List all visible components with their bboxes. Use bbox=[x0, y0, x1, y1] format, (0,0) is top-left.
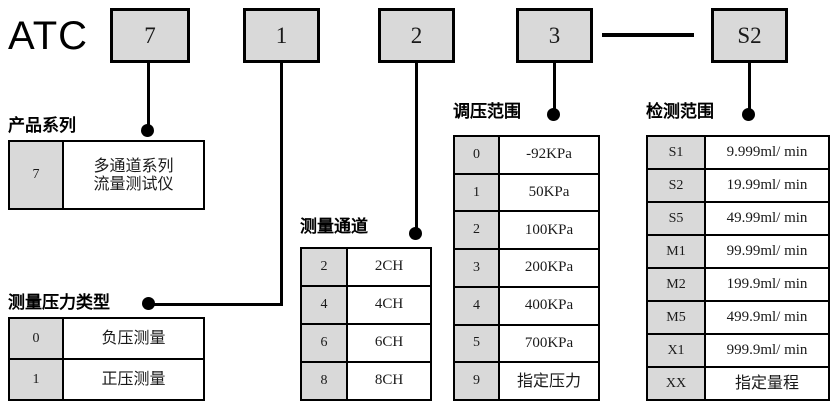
table-row: M2 199.9ml/ min bbox=[648, 269, 828, 302]
row-code: 5 bbox=[455, 325, 500, 362]
connector-dot-pressure-range bbox=[547, 108, 560, 121]
row-desc: 400KPa bbox=[500, 287, 598, 324]
table-row: 5 700KPa bbox=[455, 325, 598, 364]
row-desc: 49.99ml/ min bbox=[706, 203, 828, 234]
row-desc: 6CH bbox=[348, 325, 430, 361]
table-row: 0 负压测量 bbox=[10, 319, 203, 360]
connector-dot-channel bbox=[409, 227, 422, 240]
row-code: 6 bbox=[302, 325, 348, 361]
table-row: 4 4CH bbox=[302, 287, 430, 325]
row-desc: 8CH bbox=[348, 363, 430, 399]
row-desc: 700KPa bbox=[500, 325, 598, 362]
table-row: 2 100KPa bbox=[455, 212, 598, 251]
row-code: 2 bbox=[455, 212, 500, 249]
connector-channel bbox=[415, 63, 418, 233]
row-code: 2 bbox=[302, 249, 348, 285]
row-code: M1 bbox=[648, 236, 706, 267]
row-code: M2 bbox=[648, 269, 706, 300]
table-row: 0 -92KPa bbox=[455, 137, 598, 175]
table-row: X1 999.9ml/ min bbox=[648, 335, 828, 368]
table-row: M1 99.99ml/ min bbox=[648, 236, 828, 269]
row-code: 8 bbox=[302, 363, 348, 399]
row-code: 1 bbox=[10, 360, 64, 399]
table-row: 9 指定压力 bbox=[455, 363, 598, 400]
row-code: 0 bbox=[10, 319, 64, 358]
table-detection-range: S1 9.999ml/ min S2 19.99ml/ min S5 49.99… bbox=[646, 135, 830, 401]
row-desc: 99.99ml/ min bbox=[706, 236, 828, 267]
separator-dash bbox=[602, 33, 694, 37]
row-code: 3 bbox=[455, 250, 500, 286]
row-code: S2 bbox=[648, 170, 706, 201]
connector-pressure-range bbox=[553, 63, 556, 113]
brand-label: ATC bbox=[8, 14, 89, 58]
table-row: S2 19.99ml/ min bbox=[648, 170, 828, 203]
caption-detection-range: 检测范围 bbox=[646, 102, 714, 122]
row-desc: 200KPa bbox=[500, 250, 598, 286]
code-box-series[interactable]: 7 bbox=[110, 8, 190, 63]
row-code: 7 bbox=[10, 142, 64, 208]
row-code: 1 bbox=[455, 174, 500, 211]
connector-dot-detection-range bbox=[742, 108, 755, 121]
table-row: 1 50KPa bbox=[455, 174, 598, 213]
connector-series bbox=[147, 63, 150, 129]
code-box-pressure-range[interactable]: 3 bbox=[516, 8, 593, 63]
row-desc: 100KPa bbox=[500, 212, 598, 249]
code-box-pressure-type[interactable]: 1 bbox=[243, 8, 320, 63]
row-desc: 199.9ml/ min bbox=[706, 269, 828, 300]
table-row: 7 多通道系列 流量测试仪 bbox=[10, 142, 203, 208]
table-row: 2 2CH bbox=[302, 249, 430, 287]
caption-pressure-range: 调压范围 bbox=[453, 102, 521, 122]
caption-product-series: 产品系列 bbox=[8, 116, 76, 136]
table-row: S1 9.999ml/ min bbox=[648, 137, 828, 170]
row-desc: 499.9ml/ min bbox=[706, 302, 828, 333]
row-code: S5 bbox=[648, 203, 706, 234]
table-row: XX 指定量程 bbox=[648, 368, 828, 399]
row-desc: 999.9ml/ min bbox=[706, 335, 828, 366]
row-desc: 9.999ml/ min bbox=[706, 137, 828, 168]
table-row: 1 正压测量 bbox=[10, 360, 203, 399]
row-desc: 多通道系列 流量测试仪 bbox=[64, 142, 203, 208]
connector-dot-pressure-type bbox=[142, 297, 155, 310]
code-box-channel[interactable]: 2 bbox=[378, 8, 455, 63]
table-row: 6 6CH bbox=[302, 325, 430, 363]
row-code: 4 bbox=[455, 287, 500, 324]
row-desc: 2CH bbox=[348, 249, 430, 285]
table-measure-channel: 2 2CH 4 4CH 6 6CH 8 8CH bbox=[300, 247, 432, 401]
row-desc: 19.99ml/ min bbox=[706, 170, 828, 201]
table-row: 3 200KPa bbox=[455, 250, 598, 288]
row-desc: -92KPa bbox=[500, 137, 598, 173]
table-product-series: 7 多通道系列 流量测试仪 bbox=[8, 140, 205, 210]
caption-measure-channel: 测量通道 bbox=[300, 217, 368, 237]
connector-pressure-type-horizontal bbox=[148, 303, 283, 306]
row-desc: 指定压力 bbox=[500, 363, 598, 400]
table-pressure-range: 0 -92KPa 1 50KPa 2 100KPa 3 200KPa 4 400… bbox=[453, 135, 600, 401]
row-code: X1 bbox=[648, 335, 706, 366]
connector-dot-series bbox=[141, 124, 154, 137]
row-desc: 负压测量 bbox=[64, 319, 203, 358]
connector-pressure-type-vertical bbox=[280, 63, 283, 306]
row-code: XX bbox=[648, 368, 706, 399]
table-row: 8 8CH bbox=[302, 363, 430, 399]
row-desc: 指定量程 bbox=[706, 368, 828, 399]
row-desc: 50KPa bbox=[500, 174, 598, 211]
table-row: S5 49.99ml/ min bbox=[648, 203, 828, 236]
row-code: 0 bbox=[455, 137, 500, 173]
row-code: 9 bbox=[455, 363, 500, 400]
table-pressure-type: 0 负压测量 1 正压测量 bbox=[8, 317, 205, 401]
table-row: 4 400KPa bbox=[455, 287, 598, 326]
row-code: 4 bbox=[302, 287, 348, 323]
code-box-detection-range[interactable]: S2 bbox=[711, 8, 788, 63]
table-row: M5 499.9ml/ min bbox=[648, 302, 828, 335]
row-code: M5 bbox=[648, 302, 706, 333]
row-desc: 正压测量 bbox=[64, 360, 203, 399]
caption-pressure-type: 测量压力类型 bbox=[8, 293, 110, 313]
connector-detection-range bbox=[748, 63, 751, 113]
row-desc: 4CH bbox=[348, 287, 430, 323]
row-code: S1 bbox=[648, 137, 706, 168]
